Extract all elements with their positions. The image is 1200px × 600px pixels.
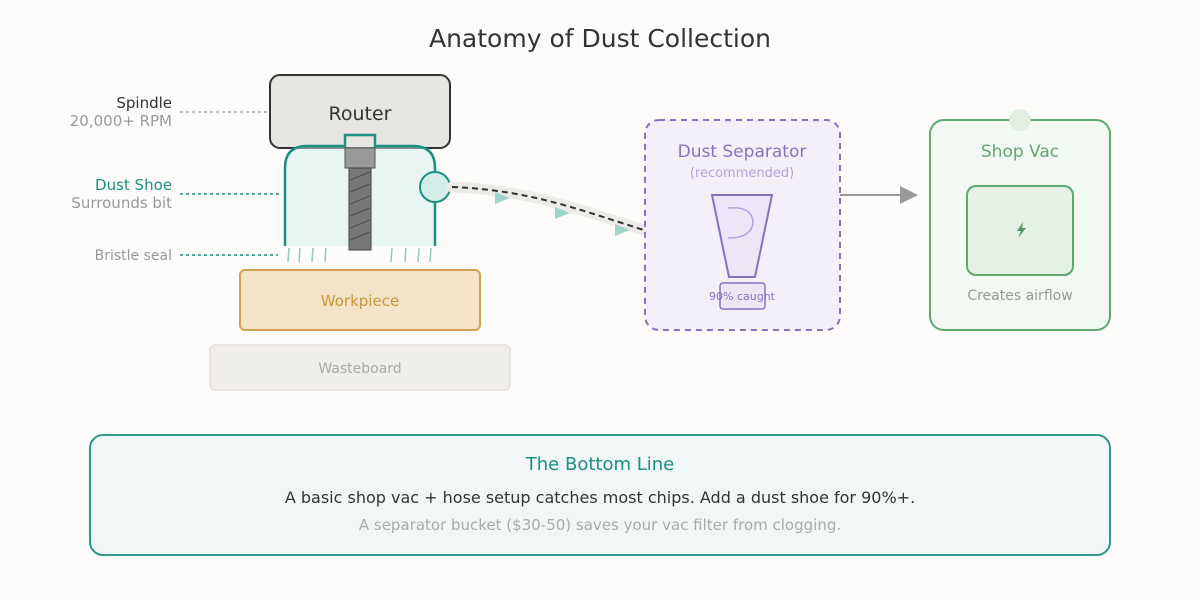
airflow-arrows [495, 192, 630, 236]
bottom-line-box [89, 434, 1111, 556]
bottom-line-heading: The Bottom Line [525, 454, 674, 475]
bristle-seal [287, 247, 432, 263]
connector-arrowhead [900, 186, 918, 204]
wasteboard [209, 344, 511, 391]
router-bit [348, 167, 372, 251]
shop-vac-intake [1009, 109, 1031, 131]
dust-separator-subtitle: (recommended) [690, 166, 794, 181]
vacuum-port [419, 171, 451, 203]
collet [344, 147, 376, 169]
dust-separator-title: Dust Separator [678, 142, 807, 162]
wasteboard-label: Wasteboard [318, 361, 401, 377]
shop-vac-title: Shop Vac [981, 142, 1059, 162]
workpiece-label: Workpiece [321, 292, 399, 310]
cyclone-swirl [727, 207, 754, 239]
spindle-callout-name: Spindle [116, 94, 172, 112]
bottom-line-text-2: A separator bucket ($30-50) saves your v… [359, 516, 841, 534]
dust-shoe-callout-name: Dust Shoe [95, 176, 172, 194]
bristle-callout-name: Bristle seal [95, 248, 172, 264]
separator-caption: 90% caught [709, 290, 776, 303]
dust-shoe-outline [283, 133, 437, 246]
router-label: Router [329, 103, 392, 125]
spindle-callout-detail: 20,000+ RPM [70, 112, 172, 130]
diagram-title: Anatomy of Dust Collection [429, 24, 771, 53]
bottom-line-text-1: A basic shop vac + hose setup catches mo… [285, 488, 915, 507]
lightning-bolt-icon [1017, 222, 1026, 238]
dust-shoe-callout-detail: Surrounds bit [71, 194, 172, 212]
workpiece [239, 269, 481, 331]
separator-bucket [719, 282, 766, 310]
bit-flutes [349, 171, 371, 241]
shop-vac-caption: Creates airflow [967, 288, 1072, 304]
hose-airflow-line [451, 186, 651, 233]
